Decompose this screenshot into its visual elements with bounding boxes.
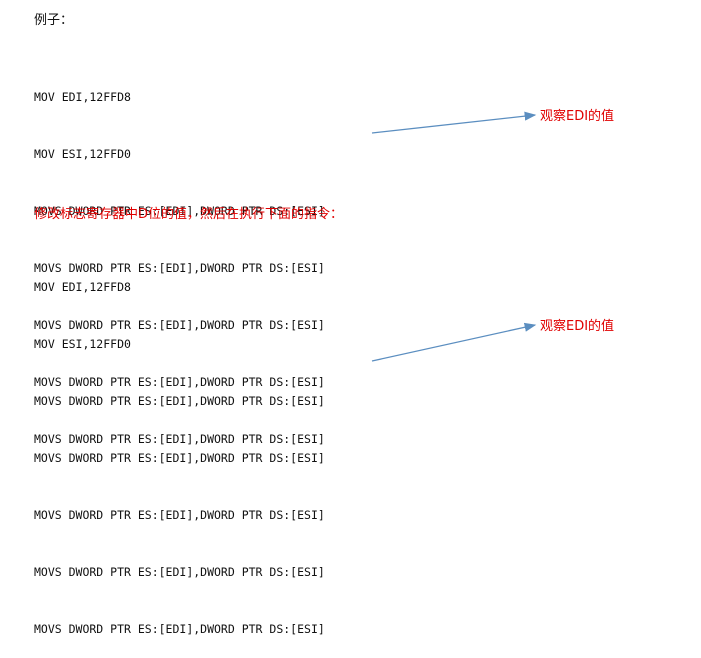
code-line: MOV EDI,12FFD8	[34, 90, 131, 104]
code-line: MOVS DWORD PTR ES:[EDI],DWORD PTR DS:[ES…	[34, 565, 325, 579]
code-line: MOV ESI,12FFD0	[34, 147, 131, 161]
annotation-2: 观察EDI的值	[540, 319, 615, 334]
code-block-1: MOV EDI,12FFD8 MOV ESI,12FFD0 MOVS DWORD…	[34, 50, 325, 468]
code-line: MOVS DWORD PTR ES:[EDI],DWORD PTR DS:[ES…	[34, 508, 325, 522]
code-line: MOV EDI,12FFD8	[34, 280, 131, 294]
code-line: MOVS DWORD PTR ES:[EDI],DWORD PTR DS:[ES…	[34, 261, 325, 275]
code-line: MOVS DWORD PTR ES:[EDI],DWORD PTR DS:[ES…	[34, 394, 325, 408]
example-heading: 例子：	[34, 13, 74, 28]
code-line: MOVS DWORD PTR ES:[EDI],DWORD PTR DS:[ES…	[34, 451, 325, 465]
code-line: MOV ESI,12FFD0	[34, 337, 131, 351]
code-line: MOVS DWORD PTR ES:[EDI],DWORD PTR DS:[ES…	[34, 204, 325, 218]
code-line: MOVS DWORD PTR ES:[EDI],DWORD PTR DS:[ES…	[34, 318, 325, 332]
arrow-1	[371, 111, 537, 134]
code-line: MOVS DWORD PTR ES:[EDI],DWORD PTR DS:[ES…	[34, 622, 325, 636]
arrows-layer	[371, 111, 537, 362]
annotation-1: 观察EDI的值	[540, 109, 615, 124]
code-line: MOVS DWORD PTR ES:[EDI],DWORD PTR DS:[ES…	[34, 375, 325, 389]
arrow-2	[371, 322, 537, 362]
instruction-text: 修改标志寄存器中D位的值，然后在执行下面的指令：	[34, 207, 344, 222]
